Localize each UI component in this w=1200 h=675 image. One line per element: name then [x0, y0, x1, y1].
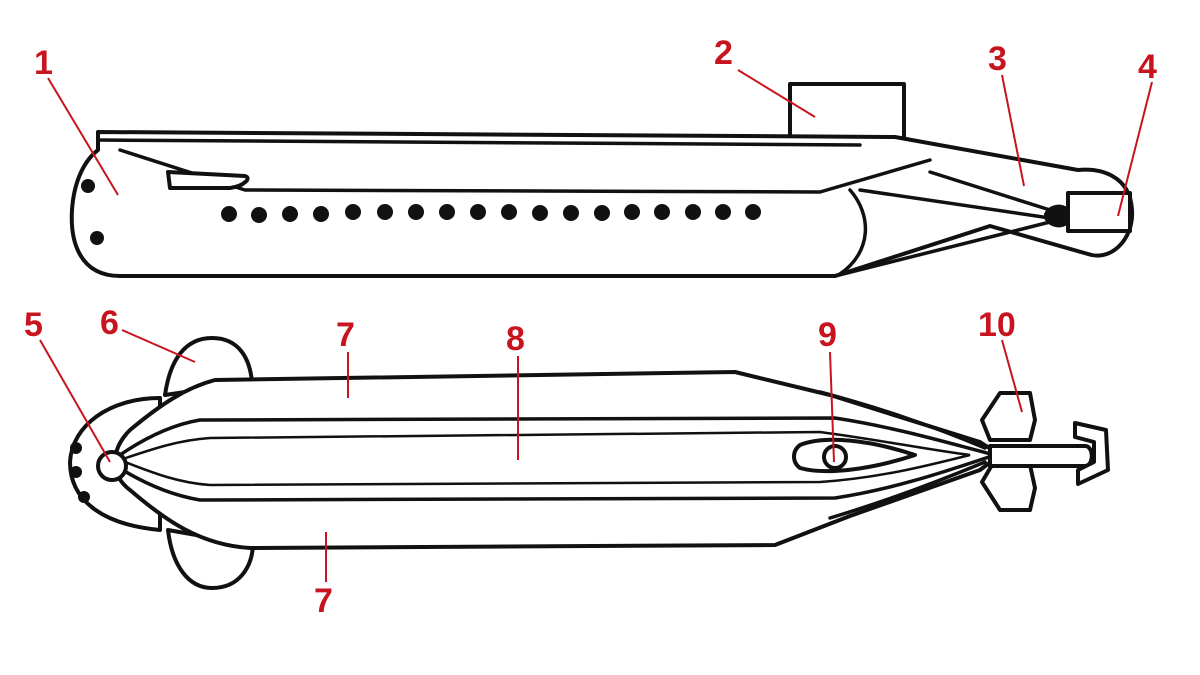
window	[221, 206, 237, 222]
window	[439, 204, 455, 220]
side-hull	[69, 130, 1135, 278]
nose-ring	[96, 450, 128, 482]
top-view	[68, 336, 1110, 590]
aft-bulkhead-curve	[838, 188, 868, 276]
shoulder-line	[118, 148, 932, 194]
top-hull	[113, 370, 1002, 550]
leader-9	[829, 351, 835, 463]
stern-taper-lower	[828, 460, 987, 520]
window	[624, 204, 640, 220]
window	[715, 204, 731, 220]
window	[685, 204, 701, 220]
window	[313, 206, 329, 222]
stern-cone-bottom	[833, 220, 1052, 278]
window	[470, 204, 486, 220]
callout-7-lower: 7	[314, 582, 333, 620]
callout-3: 3	[988, 40, 1007, 78]
stern-fin-lower	[980, 463, 1037, 512]
bow-hole-top-1	[70, 442, 82, 454]
window	[345, 204, 361, 220]
window	[282, 206, 298, 222]
window	[501, 204, 517, 220]
callout-8: 8	[506, 320, 525, 358]
leader-3	[1001, 74, 1025, 187]
leader-4	[1117, 81, 1153, 217]
leader-2	[737, 69, 816, 118]
bow-hole-1	[81, 179, 95, 193]
side-view	[69, 82, 1135, 278]
deck-strip-inner	[118, 430, 971, 487]
stern-cone-lower	[858, 188, 1052, 220]
callout-2: 2	[714, 34, 733, 72]
window	[654, 204, 670, 220]
callout-5: 5	[24, 306, 43, 344]
callout-9: 9	[818, 316, 837, 354]
callout-10: 10	[978, 306, 1016, 344]
hatch-ring	[822, 444, 848, 470]
stern-rudder	[1073, 421, 1110, 486]
leader-1	[47, 77, 119, 196]
callouts: 1 2 3 4 5 6 7 8 9 10 7	[24, 34, 1157, 620]
propeller-hub	[1044, 204, 1068, 228]
deck-line	[96, 138, 862, 147]
leader-10	[1001, 339, 1023, 413]
window	[594, 205, 610, 221]
window	[408, 204, 424, 220]
stern-fin-upper	[980, 391, 1037, 442]
propeller-shaft	[988, 444, 1094, 468]
window	[563, 205, 579, 221]
bow-hole-top-2	[70, 466, 82, 478]
bow-hydroplane	[166, 170, 250, 190]
bow-hole-top-3	[78, 491, 90, 503]
window	[251, 207, 267, 223]
leader-6	[121, 329, 196, 363]
callout-6: 6	[100, 304, 119, 342]
callout-1: 1	[34, 44, 53, 82]
callout-7-upper: 7	[336, 316, 355, 354]
window	[745, 204, 761, 220]
propeller-box	[1066, 191, 1132, 233]
callout-4: 4	[1138, 48, 1157, 86]
window	[377, 204, 393, 220]
stern-taper-upper	[818, 390, 987, 450]
window-row	[221, 204, 761, 223]
window	[532, 205, 548, 221]
bow-hole-2	[90, 231, 104, 245]
stern-cone-upper	[928, 170, 1052, 212]
leader-5	[39, 339, 111, 463]
